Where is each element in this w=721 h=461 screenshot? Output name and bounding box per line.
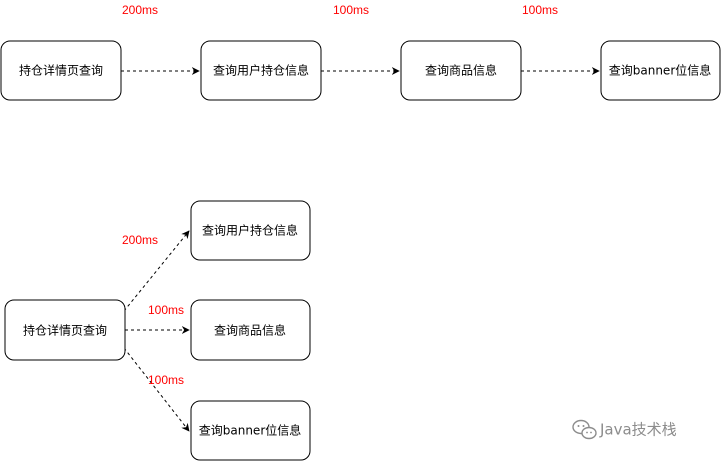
serial-node-banner-label: 查询banner位信息 (609, 63, 712, 78)
parallel-node-product: 查询商品信息 (190, 299, 311, 361)
serial-latency-label-2: 100ms (333, 3, 369, 17)
serial-node-detail-label: 持仓详情页查询 (19, 63, 103, 78)
parallel-latency-label-3: 100ms (148, 373, 184, 387)
parallel-edge-detail-to-banner (123, 347, 190, 432)
parallel-edge-detail-to-holding (123, 230, 190, 312)
serial-latency-label-1: 200ms (122, 3, 158, 17)
serial-node-holding: 查询用户持仓信息 (200, 40, 322, 101)
parallel-node-detail: 持仓详情页查询 (4, 299, 126, 361)
serial-node-detail: 持仓详情页查询 (0, 40, 122, 101)
watermark: Java技术栈 (572, 419, 677, 440)
parallel-node-holding: 查询用户持仓信息 (190, 200, 311, 261)
parallel-flow: 200ms 100ms 100ms 持仓详情页查询 查询用户持仓信息 查询商品信… (4, 200, 311, 461)
serial-latency-label-3: 100ms (522, 3, 558, 17)
serial-node-product-label: 查询商品信息 (425, 63, 497, 78)
parallel-latency-label-2: 100ms (148, 303, 184, 317)
parallel-node-detail-label: 持仓详情页查询 (23, 323, 107, 338)
serial-flow: 200ms 100ms 100ms 持仓详情页查询 查询用户持仓信息 查询商品信… (0, 3, 721, 101)
watermark-text: Java技术栈 (599, 421, 677, 439)
parallel-node-holding-label: 查询用户持仓信息 (202, 223, 298, 238)
serial-node-banner: 查询banner位信息 (600, 40, 721, 101)
parallel-latency-label-1: 200ms (122, 233, 158, 247)
parallel-node-banner: 查询banner位信息 (190, 400, 311, 461)
serial-node-product: 查询商品信息 (400, 40, 522, 101)
wechat-icon (572, 419, 597, 440)
serial-node-holding-label: 查询用户持仓信息 (213, 63, 309, 78)
parallel-node-product-label: 查询商品信息 (214, 323, 286, 338)
parallel-node-banner-label: 查询banner位信息 (199, 423, 302, 438)
